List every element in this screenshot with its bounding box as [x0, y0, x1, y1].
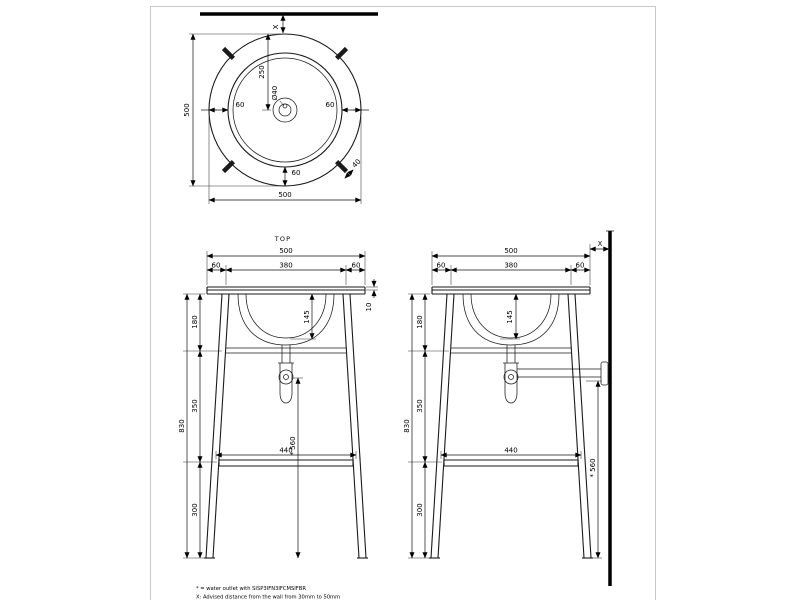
top-view: X 250 Ø40 500 500 60 60 60: [183, 12, 378, 243]
front-view: 500 60 380 60 10 180 350 300: [178, 247, 378, 559]
front-shelf: [218, 459, 354, 467]
dim-label-side-shelf: 440: [504, 447, 517, 455]
dim-label-rim-bottom: 60: [292, 169, 301, 177]
dim-label-front-edge-left: 60: [212, 262, 221, 270]
side-view: 500 60 380 60 X 180 350 300 830: [403, 230, 614, 586]
wall-flange: [600, 361, 609, 386]
side-shelf: [443, 459, 579, 467]
dim-label-rim-right: 60: [326, 101, 335, 109]
note-outlet: * = water outlet with SISP3IFN3IFCMSIFBR: [196, 586, 306, 592]
side-tabletop: [431, 286, 591, 295]
front-trap: [278, 345, 294, 404]
dim-label-wall-distance-top: X: [272, 24, 280, 29]
side-basin-bowl: [462, 293, 560, 346]
front-tabletop: [206, 286, 366, 295]
dim-label-tab-width: 40: [351, 158, 363, 170]
front-legs: [204, 293, 368, 559]
dim-label-front-inner-width: 380: [279, 262, 292, 270]
dim-label-top-height: 500: [183, 103, 191, 116]
dim-label-front-basin-zone: 180: [191, 315, 199, 328]
dim-label-side-outlet-height: * 560: [589, 458, 597, 477]
dim-label-top-thickness: 10: [365, 303, 373, 312]
dim-label-front-shelf: 440: [279, 447, 292, 455]
dim-label-front-edge-right: 60: [352, 262, 361, 270]
side-trap-and-outlet: [503, 345, 609, 404]
dim-label-wall-distance-side: X: [598, 240, 603, 248]
drawing-border: [150, 6, 656, 600]
top-view-label: TOP: [274, 235, 292, 243]
dim-label-top-width: 500: [278, 191, 291, 199]
side-dimensions: 500 60 380 60 X 180 350 300 830: [403, 240, 610, 559]
dim-label-side-inner-depth: 380: [504, 262, 517, 270]
dim-label-front-bottom-zone: 300: [191, 503, 199, 516]
dim-label-side-basin-depth: 145: [506, 310, 514, 323]
dim-label-radius: 250: [258, 65, 266, 78]
dim-label-front-basin-depth: 145: [303, 310, 311, 323]
dim-label-front-outlet-height: * 560: [289, 436, 297, 455]
notes: * = water outlet with SISP3IFN3IFCMSIFBR…: [196, 586, 340, 600]
side-legs: [429, 293, 593, 559]
front-dimensions: 500 60 380 60 10 180 350 300: [178, 247, 378, 559]
dim-label-side-edge-back: 60: [576, 262, 585, 270]
dim-label-front-mid-zone: 350: [191, 399, 199, 412]
dim-label-side-total-height: 830: [403, 419, 411, 432]
dim-label-side-mid-zone: 350: [416, 399, 424, 412]
dim-label-drain-diameter: Ø40: [271, 86, 279, 100]
dim-label-front-total-height: 830: [178, 419, 186, 432]
dim-label-side-basin-zone: 180: [416, 315, 424, 328]
dim-label-side-edge-front: 60: [437, 262, 446, 270]
note-wall-distance: X: Advised distance from the wall from 3…: [196, 595, 340, 600]
dim-label-side-depth: 500: [504, 247, 517, 255]
front-basin-bowl: [237, 293, 335, 346]
dim-label-rim-left: 60: [236, 101, 245, 109]
dim-label-front-width: 500: [279, 247, 292, 255]
top-view-dimensions: X 250 Ø40 500 500 60 60 60: [183, 14, 363, 204]
dim-label-side-bottom-zone: 300: [416, 503, 424, 516]
